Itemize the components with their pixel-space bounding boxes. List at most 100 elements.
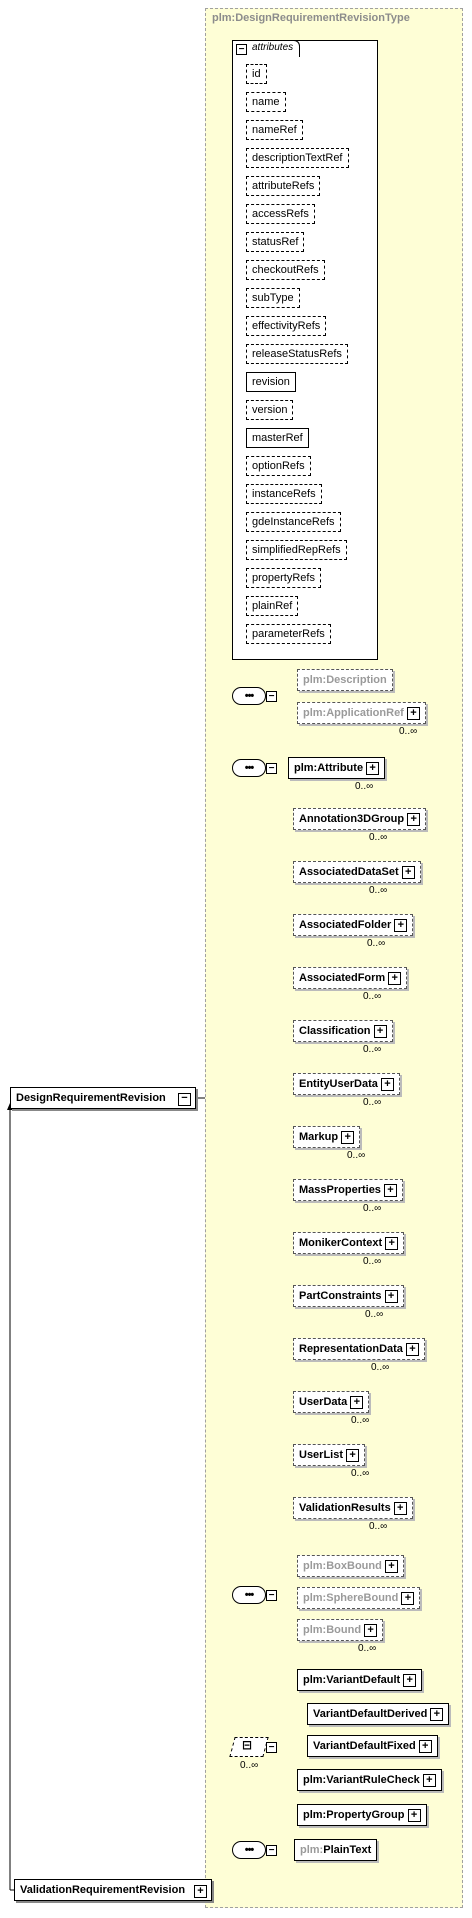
substitute-element-associatedform[interactable]: AssociatedForm +: [293, 967, 408, 989]
attribute-nameref[interactable]: nameRef: [246, 120, 303, 140]
expand-icon[interactable]: +: [385, 1236, 399, 1250]
expand-icon[interactable]: +: [384, 1289, 398, 1303]
expand-icon[interactable]: +: [384, 1183, 397, 1197]
cardinality: 0..∞: [363, 991, 382, 1002]
attribute-plainref[interactable]: plainRef: [246, 596, 299, 616]
root-element-label: DesignRequirementRevision: [16, 1092, 166, 1104]
cardinality: 0..∞: [369, 885, 388, 896]
substitute-name: UserList: [299, 1449, 344, 1461]
expand-icon[interactable]: +: [384, 1559, 398, 1573]
attribute-accessrefs[interactable]: accessRefs: [246, 204, 315, 224]
expand-icon[interactable]: +: [394, 918, 408, 932]
substitute-element-validationresults[interactable]: ValidationResults +: [293, 1497, 413, 1519]
expand-icon[interactable]: +: [407, 812, 421, 826]
sequence-compositor-3[interactable]: •••: [232, 1586, 266, 1604]
attribute-descriptiontextref[interactable]: descriptionTextRef: [246, 148, 349, 168]
attribute-releasestatusrefs[interactable]: releaseStatusRefs: [246, 344, 348, 364]
attribute-id[interactable]: id: [246, 64, 267, 84]
expand-icon[interactable]: +: [407, 1808, 421, 1822]
expand-icon[interactable]: +: [405, 1342, 419, 1356]
substitute-name: MonikerContext: [299, 1237, 383, 1249]
substitute-element-partconstraints[interactable]: PartConstraints +: [293, 1285, 404, 1307]
cardinality: 0..∞: [355, 781, 374, 792]
substitute-name: AssociatedDataSet: [299, 866, 399, 878]
collapse-sequence-3-icon[interactable]: −: [266, 1590, 277, 1601]
expand-icon[interactable]: +: [380, 1077, 394, 1091]
expand-icon[interactable]: +: [393, 1501, 407, 1515]
expand-icon[interactable]: +: [401, 1591, 415, 1605]
substitute-element-annotation3dgroup[interactable]: Annotation3DGroup +: [293, 808, 427, 830]
attribute-effectivityrefs[interactable]: effectivityRefs: [246, 316, 327, 336]
collapse-sequence-4-icon[interactable]: −: [266, 1845, 277, 1856]
expand-icon[interactable]: +: [406, 706, 420, 720]
collapse-sequence-1-icon[interactable]: −: [266, 691, 277, 702]
variant-default-fixed-element[interactable]: VariantDefaultFixed +: [307, 1735, 438, 1757]
sequence-compositor-2[interactable]: •••: [232, 759, 266, 777]
application-ref-element[interactable]: plm:ApplicationRef +: [297, 702, 426, 724]
substitute-name: UserData: [299, 1396, 348, 1408]
attribute-version[interactable]: version: [246, 400, 294, 420]
expand-icon[interactable]: +: [364, 1623, 378, 1637]
collapse-root-icon[interactable]: −: [178, 1093, 191, 1106]
attribute-revision[interactable]: revision: [246, 372, 296, 392]
cardinality: 0..∞: [369, 832, 388, 843]
attribute-name[interactable]: name: [246, 92, 286, 112]
expand-icon[interactable]: +: [403, 1673, 417, 1687]
attributes-label: attributes: [252, 42, 294, 53]
variant-default-derived-element[interactable]: VariantDefaultDerived +: [307, 1703, 450, 1725]
expand-icon[interactable]: +: [373, 1024, 387, 1038]
attribute-parameterrefs[interactable]: parameterRefs: [246, 624, 331, 644]
expand-icon[interactable]: +: [388, 971, 402, 985]
substitute-element-associatedfolder[interactable]: AssociatedFolder +: [293, 914, 414, 936]
sequence-compositor-1[interactable]: •••: [232, 687, 266, 705]
substitute-element-userdata[interactable]: UserData +: [293, 1391, 370, 1413]
variant-default-element[interactable]: plm:VariantDefault +: [297, 1669, 423, 1691]
attribute-checkoutrefs[interactable]: checkoutRefs: [246, 260, 325, 280]
property-group-element[interactable]: plm:PropertyGroup +: [297, 1804, 427, 1826]
substitute-name: Classification: [299, 1025, 371, 1037]
bound-element[interactable]: plm:Bound +: [297, 1619, 384, 1641]
attribute-propertyrefs[interactable]: propertyRefs: [246, 568, 321, 588]
cardinality: 0..∞: [369, 1521, 388, 1532]
attribute-masterref[interactable]: masterRef: [246, 428, 309, 448]
substitute-element-associateddataset[interactable]: AssociatedDataSet +: [293, 861, 421, 883]
expand-icon[interactable]: +: [418, 1739, 432, 1753]
attribute-gdeinstancerefs[interactable]: gdeInstanceRefs: [246, 512, 341, 532]
attribute-attributerefs[interactable]: attributeRefs: [246, 176, 321, 196]
substitute-name: MassProperties: [299, 1184, 381, 1196]
plain-text-element[interactable]: plm:PlainText: [294, 1839, 378, 1861]
expand-icon[interactable]: +: [341, 1130, 355, 1144]
attribute-simplifiedreprefs[interactable]: simplifiedRepRefs: [246, 540, 347, 560]
expand-icon[interactable]: +: [401, 865, 415, 879]
substitute-element-monikercontext[interactable]: MonikerContext +: [293, 1232, 405, 1254]
substitute-element-representationdata[interactable]: RepresentationData +: [293, 1338, 425, 1360]
attributes-tab: [232, 40, 300, 57]
expand-icon[interactable]: +: [430, 1707, 444, 1721]
sphere-bound-element[interactable]: plm:SphereBound +: [297, 1587, 421, 1609]
sequence-compositor-4[interactable]: •••: [232, 1841, 266, 1859]
expand-icon[interactable]: +: [346, 1448, 360, 1462]
root-element[interactable]: DesignRequirementRevision −: [10, 1087, 196, 1109]
substitute-element-classification[interactable]: Classification +: [293, 1020, 393, 1042]
variant-rule-check-element[interactable]: plm:VariantRuleCheck +: [297, 1769, 442, 1791]
attribute-subtype[interactable]: subType: [246, 288, 300, 308]
expand-icon[interactable]: +: [422, 1773, 436, 1787]
substitute-element-userlist[interactable]: UserList +: [293, 1444, 366, 1466]
description-element[interactable]: plm:Description: [297, 669, 393, 691]
box-bound-element[interactable]: plm:BoxBound +: [297, 1555, 404, 1577]
attribute-optionrefs[interactable]: optionRefs: [246, 456, 311, 476]
substitute-name: AssociatedForm: [299, 972, 386, 984]
attribute-statusref[interactable]: statusRef: [246, 232, 305, 252]
expand-icon[interactable]: +: [350, 1395, 364, 1409]
substitute-element-massproperties[interactable]: MassProperties +: [293, 1179, 403, 1201]
base-element[interactable]: ValidationRequirementRevision +: [14, 1879, 212, 1901]
collapse-sequence-2-icon[interactable]: −: [266, 763, 277, 774]
expand-base-icon[interactable]: +: [194, 1885, 207, 1898]
substitute-element-entityuserdata[interactable]: EntityUserData +: [293, 1073, 400, 1095]
substitute-element-markup[interactable]: Markup +: [293, 1126, 361, 1148]
expand-icon[interactable]: +: [366, 761, 380, 775]
collapse-attributes-icon[interactable]: −: [236, 44, 247, 55]
attribute-element[interactable]: plm:Attribute +: [288, 757, 386, 779]
collapse-choice-icon[interactable]: −: [266, 1742, 277, 1753]
attribute-instancerefs[interactable]: instanceRefs: [246, 484, 322, 504]
